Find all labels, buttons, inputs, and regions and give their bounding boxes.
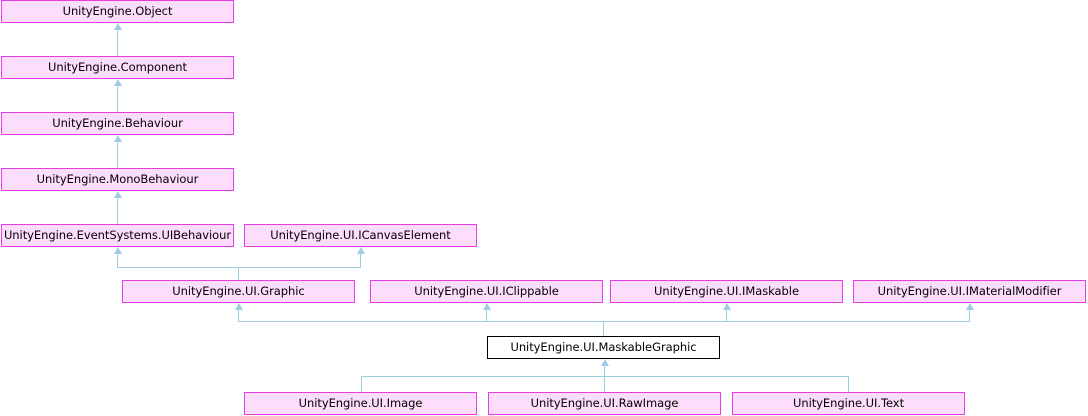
node-unityengine-ui-rawimage[interactable]: UnityEngine.UI.RawImage [488,392,721,415]
connector-uibehaviour-to-monobehaviour [117,198,118,224]
connector-subclasses-bus [361,376,849,377]
node-unityengine-ui-imaskable[interactable]: UnityEngine.UI.IMaskable [610,280,843,303]
node-unityengine-ui-icanvaselement[interactable]: UnityEngine.UI.ICanvasElement [244,224,477,247]
arrowhead-monobehaviour-to-behaviour [114,135,122,142]
node-unityengine-ui-graphic[interactable]: UnityEngine.UI.Graphic [122,280,355,303]
connector-monobehaviour-to-behaviour [117,142,118,168]
connector-maskablegraphic-drop [603,321,604,336]
arrowhead-maskablegraphic-to-graphic [235,303,243,310]
connector-subclasses-riser [604,366,605,376]
connector-maskablegraphic-riser-graphic [238,310,239,321]
connector-behaviour-to-component [117,86,118,112]
connector-maskablegraphic-riser-imaskable [726,310,727,321]
connector-graphic-drop [238,267,239,280]
arrowhead-component-to-object [114,23,122,30]
connector-maskablegraphic-riser-imaterialmodifier [969,310,970,321]
arrowhead-behaviour-to-component [114,79,122,86]
arrowhead-maskablegraphic-to-iclippable [483,303,491,310]
connector-component-to-object [117,30,118,56]
arrowhead-subclasses-to-maskablegraphic [601,359,609,366]
connector-graphic-riser-left [117,254,118,267]
connector-drop-to-text [848,376,849,392]
connector-drop-to-rawimage [604,376,605,392]
node-unityengine-eventsystems-uibehaviour[interactable]: UnityEngine.EventSystems.UIBehaviour [1,224,234,247]
node-unityengine-ui-iclippable[interactable]: UnityEngine.UI.IClippable [370,280,603,303]
arrowhead-maskablegraphic-to-imaterialmodifier [966,303,974,310]
connector-graphic-bus [117,267,361,268]
node-unityengine-ui-imaterialmodifier[interactable]: UnityEngine.UI.IMaterialModifier [853,280,1086,303]
node-unityengine-ui-maskablegraphic[interactable]: UnityEngine.UI.MaskableGraphic [487,336,720,359]
arrowhead-maskablegraphic-to-imaskable [723,303,731,310]
connector-graphic-riser-right [360,254,361,267]
arrowhead-uibehaviour-to-monobehaviour [114,191,122,198]
node-unityengine-monobehaviour[interactable]: UnityEngine.MonoBehaviour [1,168,234,191]
arrowhead-graphic-to-uibehaviour [114,247,122,254]
node-unityengine-object[interactable]: UnityEngine.Object [1,0,234,23]
arrowhead-graphic-to-icanvaselement [357,247,365,254]
node-unityengine-ui-image[interactable]: UnityEngine.UI.Image [244,392,477,415]
connector-maskablegraphic-bus [238,321,970,322]
connector-drop-to-image [361,376,362,392]
node-unityengine-ui-text[interactable]: UnityEngine.UI.Text [732,392,965,415]
connector-maskablegraphic-riser-iclippable [486,310,487,321]
node-unityengine-component[interactable]: UnityEngine.Component [1,56,234,79]
node-unityengine-behaviour[interactable]: UnityEngine.Behaviour [1,112,234,135]
